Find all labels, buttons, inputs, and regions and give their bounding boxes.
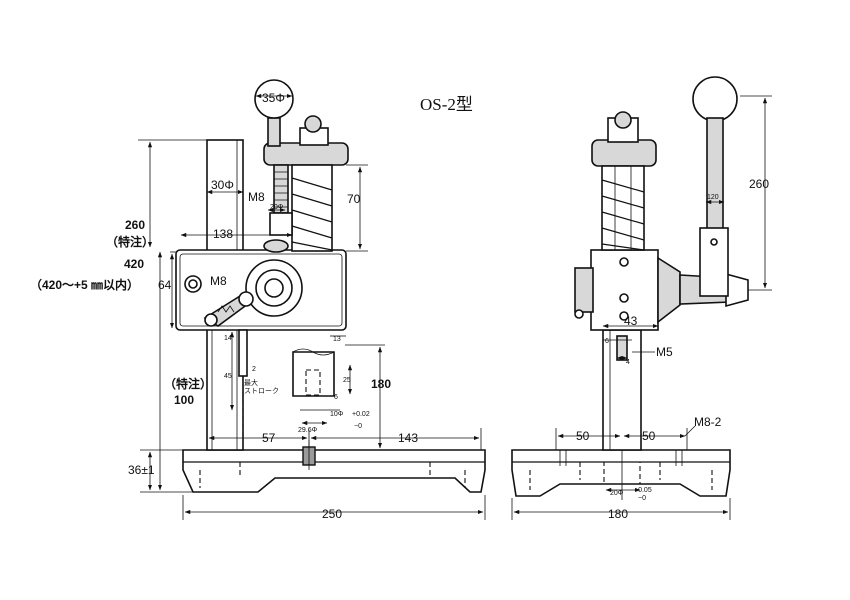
- range-note: （420～+5 ㎜以内）: [30, 277, 139, 292]
- side-lever-handle: [692, 76, 738, 297]
- lever-length-label: 260: [749, 177, 769, 191]
- thread-m5-label: M5: [656, 345, 673, 359]
- dim-14-label: 14: [224, 335, 232, 342]
- height-260-label: 260: [125, 218, 145, 232]
- dim-100-label: 100: [174, 393, 194, 407]
- side-dimensions: [511, 95, 772, 520]
- mount-bolts-label: M8-2: [694, 415, 722, 429]
- special-note-1: （特注）: [106, 234, 154, 249]
- side-tol-lower: −0: [638, 495, 646, 502]
- dim-50-left-label: 50: [576, 429, 590, 443]
- dim-45-label: 45: [224, 373, 232, 380]
- dim-57-label: 57: [262, 431, 276, 445]
- height-420-label: 420: [124, 257, 144, 271]
- column-dia-label: 30Φ: [211, 178, 234, 192]
- width-138-label: 138: [213, 227, 233, 241]
- front-view: 35Φ 30Φ M8 20Φ 70 138 260 （特注） 420 （420～…: [30, 79, 486, 521]
- front-head-block: [175, 249, 347, 331]
- side-column: [602, 329, 642, 451]
- side-view: 260 120 43 6 M5 4 50 50 M8-2 20Φ +0.05 −…: [511, 76, 772, 521]
- base-hole-label: 29.6Φ: [298, 427, 318, 434]
- side-dim-6-label: 6: [605, 338, 609, 345]
- dim-6-label: 6: [334, 394, 338, 401]
- dim-13-label: 13: [333, 336, 341, 343]
- ball-dia-label: 35Φ: [262, 91, 285, 105]
- front-labels: 35Φ 30Φ M8 20Φ 70 138 260 （特注） 420 （420～…: [30, 91, 418, 521]
- side-tol-upper: +0.05: [634, 487, 652, 494]
- dim-143-label: 143: [398, 431, 418, 445]
- block-height-label: 64: [158, 278, 172, 292]
- dim-25-label: 25: [343, 377, 351, 384]
- dim-2-label: 2: [252, 366, 256, 373]
- base-width-label: 250: [322, 507, 342, 521]
- spring-height-label: 70: [347, 192, 361, 206]
- front-spring-assembly: [263, 115, 349, 253]
- punch-tol-upper: +0.02: [352, 411, 370, 418]
- special-note-2: （特注）: [164, 376, 212, 391]
- dim-50-right-label: 50: [642, 429, 656, 443]
- base-height-label: 36±1: [128, 463, 155, 477]
- dim-43-label: 43: [624, 314, 638, 328]
- front-base: [182, 440, 486, 493]
- side-base-width-label: 180: [608, 507, 628, 521]
- punch-tol-lower: −0: [354, 423, 362, 430]
- front-dimensions: [138, 93, 486, 520]
- dim-4-label: 4: [626, 359, 630, 366]
- max-stroke-line1: 最大: [244, 378, 258, 387]
- side-spring-assembly: [591, 111, 657, 251]
- dim-120-label: 120: [707, 194, 719, 201]
- bolt-thread-label: M8: [248, 190, 265, 204]
- side-base-hole-label: 20Φ: [610, 490, 624, 497]
- front-punch-rod: [238, 329, 248, 440]
- front-ball-handle: [254, 79, 294, 147]
- drawing-title: OS-2型: [420, 95, 473, 114]
- punch-dia-label: 10Φ: [330, 411, 344, 418]
- max-stroke-line2: ストローク: [244, 387, 279, 395]
- front-punch-detail: [292, 348, 340, 426]
- spring-stop-label: 20Φ: [270, 204, 284, 211]
- hole-m8-label: M8: [210, 274, 227, 288]
- side-labels: 260 120 43 6 M5 4 50 50 M8-2 20Φ +0.05 −…: [576, 177, 769, 521]
- dim-180-label: 180: [371, 377, 391, 391]
